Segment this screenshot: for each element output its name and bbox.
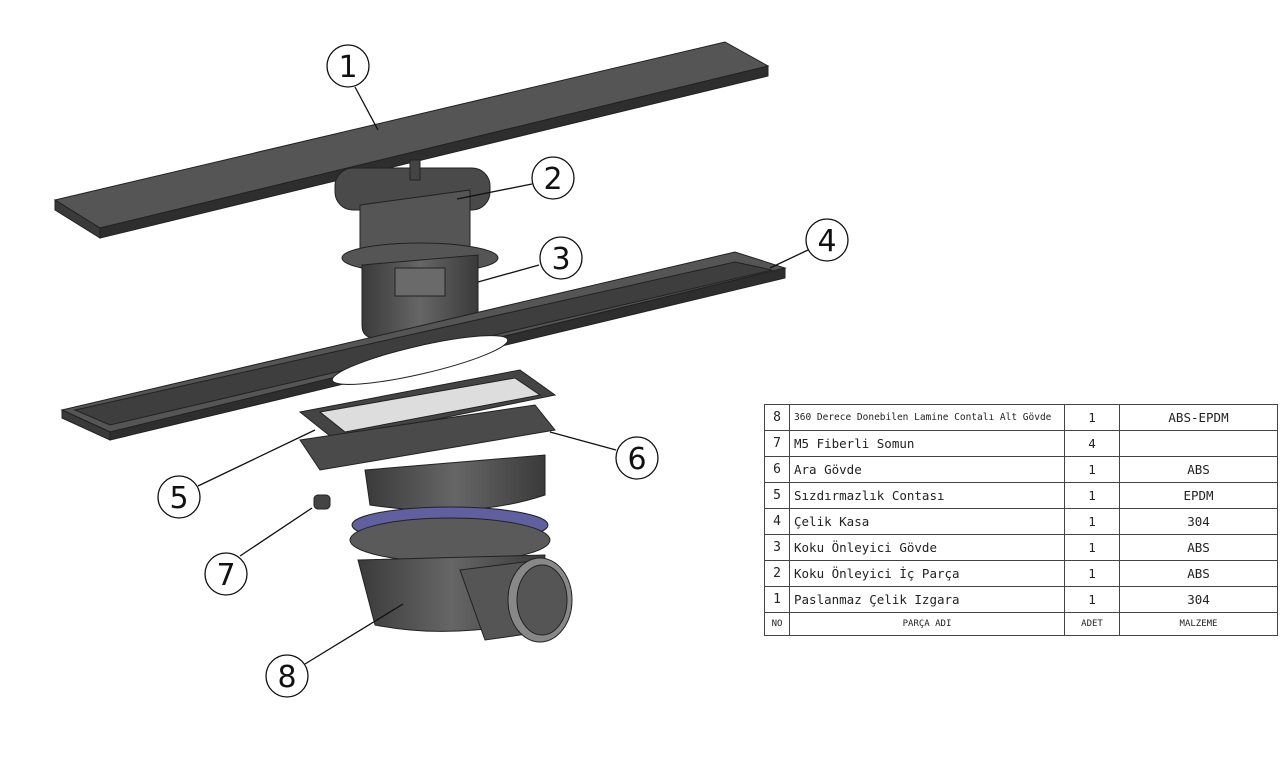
cell-material: ABS [1119,534,1278,561]
leader-lines [197,86,809,665]
balloon-7: 7 [204,552,248,596]
part-4-steel-frame [60,251,787,441]
svg-text:4: 4 [817,224,836,259]
cell-no: 5 [764,482,790,509]
cell-name: 360 Derece Donebilen Lamine Contalı Alt … [789,404,1065,431]
cell-no: 2 [764,560,790,587]
balloon-4: 4 [805,218,849,262]
svg-text:2: 2 [543,162,562,197]
svg-text:7: 7 [216,558,235,593]
cell-name: Paslanmaz Çelik Izgara [789,586,1065,613]
part-1-grate [53,41,770,239]
table-header-row: NO PARÇA ADI ADET MALZEME [764,612,1278,636]
balloon-2: 2 [531,156,575,200]
part-8-bottom-body [349,506,573,643]
cell-material [1119,430,1278,457]
svg-text:1: 1 [338,50,357,85]
cell-no: 1 [764,586,790,613]
cell-qty: 4 [1064,430,1120,457]
part-6-intermediate-body [299,404,556,512]
header-part-name: PARÇA ADI [789,612,1065,636]
cell-no: 8 [764,404,790,431]
svg-text:3: 3 [551,242,570,277]
cell-qty: 1 [1064,508,1120,535]
cell-qty: 1 [1064,456,1120,483]
cell-no: 4 [764,508,790,535]
cell-material: 304 [1119,586,1278,613]
cell-material: ABS [1119,456,1278,483]
cell-qty: 1 [1064,404,1120,431]
balloon-3: 3 [539,236,583,280]
cell-qty: 1 [1064,482,1120,509]
cell-material: ABS-EPDM [1119,404,1278,431]
cell-no: 7 [764,430,790,457]
balloon-1: 1 [326,44,370,88]
cell-material: EPDM [1119,482,1278,509]
cell-qty: 1 [1064,586,1120,613]
svg-text:8: 8 [277,660,296,695]
svg-text:6: 6 [627,442,646,477]
cell-name: Çelik Kasa [789,508,1065,535]
cell-name: M5 Fiberli Somun [789,430,1065,457]
cell-name: Ara Gövde [789,456,1065,483]
balloon-5: 5 [157,475,201,519]
header-no: NO [764,612,790,636]
part-5-gasket [298,369,557,441]
cell-no: 6 [764,456,790,483]
balloon-6: 6 [615,436,659,480]
header-quantity: ADET [1064,612,1120,636]
cell-no: 3 [764,534,790,561]
cell-qty: 1 [1064,534,1120,561]
svg-text:5: 5 [169,481,188,516]
part-7-nut [313,494,331,510]
cell-name: Koku Önleyici İç Parça [789,560,1065,587]
cell-name: Koku Önleyici Gövde [789,534,1065,561]
cell-qty: 1 [1064,560,1120,587]
cell-name: Sızdırmazlık Contası [789,482,1065,509]
header-material: MALZEME [1119,612,1278,636]
balloon-8: 8 [265,654,309,698]
cell-material: ABS [1119,560,1278,587]
part-3-trap-body [341,242,499,339]
cell-material: 304 [1119,508,1278,535]
